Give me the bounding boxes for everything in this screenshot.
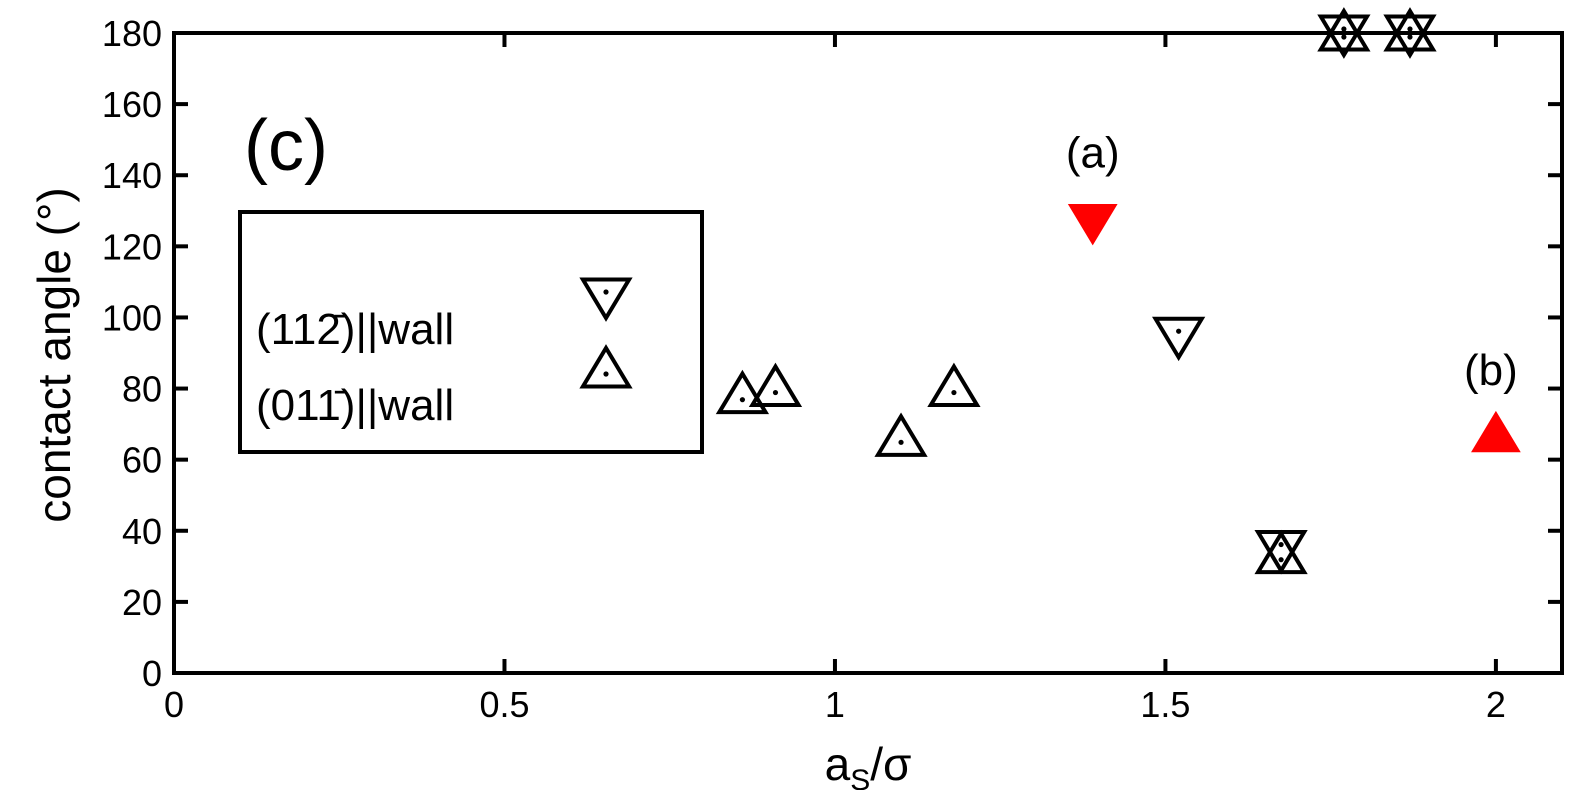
data-point-series-1: [748, 362, 803, 408]
highlight-point-b: [1471, 410, 1521, 453]
x-tick-label: 0.5: [479, 684, 529, 725]
y-tick-label: 140: [102, 155, 162, 196]
x-tick-label: 1.5: [1140, 684, 1190, 725]
x-axis-label-main: a: [825, 738, 851, 790]
x-axis-label: aS/σ: [825, 738, 912, 790]
data-point-series-1: [874, 412, 928, 457]
data-point-series-0: [1317, 14, 1371, 59]
data-point-series-0: [1383, 14, 1437, 59]
data-point-series-1: [1317, 7, 1371, 52]
y-tick-label: 60: [122, 440, 162, 481]
y-tick-label: 100: [102, 297, 162, 338]
data-point-series-1: [1254, 529, 1308, 575]
y-tick-label: 0: [142, 653, 162, 694]
highlight-point-a: [1067, 203, 1118, 246]
y-tick-label: 160: [102, 84, 162, 125]
legend-label-112: (112̄)||wall: [256, 305, 454, 354]
data-point-series-1: [927, 362, 981, 408]
plot-frame: [172, 31, 1564, 675]
y-tick-label: 80: [122, 369, 162, 410]
legend-marker-011: [579, 344, 633, 389]
y-tick-label: 180: [102, 13, 162, 54]
annotation-a: (a): [1066, 128, 1120, 177]
data-point-series-1: [715, 369, 770, 415]
legend-marker-112: [579, 277, 633, 322]
y-tick-label: 20: [122, 582, 162, 623]
x-axis-label-tail: /σ: [870, 738, 911, 790]
legend-box: [238, 210, 704, 454]
legend: (112̄)||wall (011̄)||wall: [238, 210, 704, 454]
y-tick-label: 120: [102, 226, 162, 267]
panel-label: (c): [244, 106, 328, 186]
data-point-series-0: [1254, 530, 1308, 575]
y-axis-label: contact angle (°): [28, 187, 80, 522]
x-axis-label-sub: S: [850, 764, 870, 790]
data-point-series-0: [1152, 316, 1206, 362]
legend-label-011: (011̄)||wall: [256, 381, 454, 430]
data-point-series-1: [1383, 7, 1437, 52]
x-tick-label: 1: [825, 684, 845, 725]
y-tick-label: 40: [122, 511, 162, 552]
x-tick-label: 0: [164, 684, 184, 725]
x-tick-label: 2: [1486, 684, 1506, 725]
annotation-b: (b): [1464, 346, 1518, 395]
